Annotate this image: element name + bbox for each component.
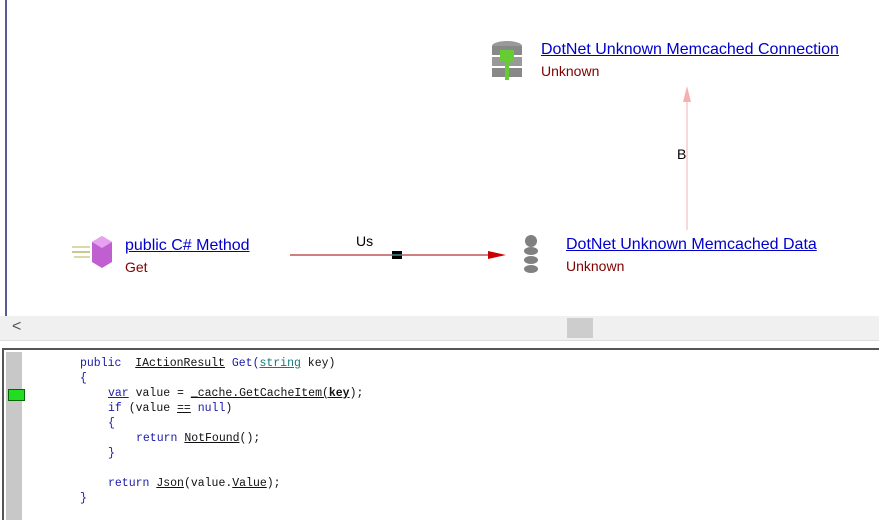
code-token: if — [108, 402, 122, 415]
code-token: { — [80, 372, 87, 385]
code-gutter — [6, 352, 22, 520]
code-token: ) — [225, 402, 233, 415]
data-node-subtitle: Unknown — [566, 258, 625, 274]
code-token: IActionResult — [135, 357, 225, 370]
code-line: { — [80, 371, 87, 386]
code-token: value = — [128, 387, 191, 400]
code-viewer[interactable] — [2, 348, 879, 520]
code-line: return Json(value.Value); — [108, 476, 281, 491]
code-token: Json — [156, 477, 184, 490]
pane-border — [5, 0, 7, 316]
code-line: } — [80, 491, 87, 506]
code-token: } — [80, 492, 87, 505]
scrollbar-thumb[interactable] — [567, 318, 593, 338]
code-token: string — [259, 357, 301, 370]
edge-uses[interactable] — [290, 251, 506, 259]
code-token: (value. — [183, 477, 233, 490]
code-token — [121, 357, 135, 370]
edge-uses-label: Us — [356, 233, 374, 249]
current-line-marker — [8, 389, 25, 401]
connection-node-subtitle: Unknown — [541, 63, 600, 79]
pane-splitter[interactable] — [0, 340, 879, 349]
memcached-data-icon — [524, 235, 538, 273]
method-node-title[interactable]: public C# Method — [125, 237, 250, 254]
code-token: ); — [266, 477, 281, 490]
memcached-connection-icon — [492, 41, 522, 80]
code-token: null — [197, 402, 226, 415]
code-token: (); — [239, 432, 261, 445]
code-line: { — [108, 416, 115, 431]
code-token: var — [108, 387, 129, 400]
horizontal-scrollbar[interactable] — [0, 316, 879, 340]
csharp-method-icon — [72, 236, 112, 268]
code-line: var value = _cache.GetCacheItem(key); — [108, 386, 363, 401]
code-token: } — [108, 447, 115, 460]
code-line: return NotFound(); — [136, 431, 260, 446]
diagram-edges — [72, 41, 691, 273]
code-token: Get( — [231, 357, 260, 370]
code-token: Value — [232, 477, 267, 490]
code-token: NotFound — [184, 432, 240, 445]
code-line: if (value == null) — [108, 401, 232, 416]
connection-node-title[interactable]: DotNet Unknown Memcached Connection — [541, 41, 839, 58]
code-line: public IActionResult Get(string key) — [80, 356, 335, 371]
code-token: return — [136, 432, 178, 445]
code-token: key) — [300, 357, 336, 370]
code-token — [225, 357, 232, 370]
code-token: return — [108, 477, 150, 490]
data-node-title[interactable]: DotNet Unknown Memcached Data — [566, 236, 817, 253]
scroll-left-icon[interactable]: < — [12, 318, 22, 335]
dependency-diagram: public C# Method Get DotNet Unknown Memc… — [5, 0, 839, 316]
edge-b[interactable] — [683, 86, 691, 230]
code-token: ); — [349, 387, 364, 400]
code-line: } — [108, 446, 115, 461]
code-token: public — [80, 357, 122, 370]
code-token: (value — [121, 402, 178, 415]
code-token: _cache.GetCacheItem( — [190, 387, 329, 400]
code-token: { — [108, 417, 115, 430]
method-node-subtitle: Get — [125, 259, 148, 275]
code-token — [191, 402, 198, 415]
code-token: == — [177, 402, 191, 415]
edge-b-label: B — [677, 146, 687, 162]
code-token: key — [328, 387, 350, 400]
